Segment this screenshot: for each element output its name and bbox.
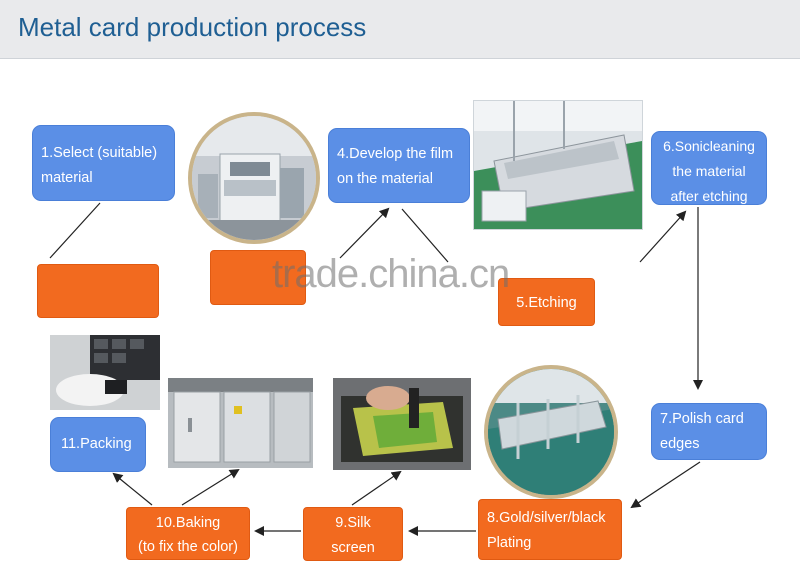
step-7-polish-edges: 7.Polish card edges <box>651 403 767 460</box>
step-2-cutting <box>37 264 159 318</box>
machine-photo <box>188 112 320 244</box>
silk-screen-photo <box>333 378 471 470</box>
arrow-10-to-11 <box>112 472 153 506</box>
arrow-1-to-2 <box>49 202 101 259</box>
page-title: Metal card production process <box>18 12 367 42</box>
header-divider <box>0 58 800 59</box>
etching-line-photo <box>473 100 643 230</box>
arrow-5-to-6 <box>639 210 687 263</box>
step-1-select-material: 1.Select (suitable) material <box>32 125 175 201</box>
step-3-exposure <box>210 250 306 305</box>
arrow-silk-photo <box>351 470 402 506</box>
baking-oven-photo <box>168 378 313 468</box>
step-8-plating: 8.Gold/silver/black Plating <box>478 499 622 560</box>
arrow-3-to-4 <box>339 207 390 259</box>
step-9-silk-screen: 9.Silk screen printing <box>303 507 403 581</box>
arrow-baking-photo <box>181 468 240 506</box>
step-5-etching: 5.Etching <box>498 278 595 326</box>
arrow-7-to-8 <box>630 461 701 509</box>
packing-photo <box>50 335 160 410</box>
header-bar: Metal card production process <box>0 0 800 58</box>
step-11-packing: 11.Packing <box>50 417 146 472</box>
watermark: trade.china.cn <box>272 252 510 296</box>
step-10-baking: 10.Baking (to fix the color) <box>126 507 250 560</box>
step-6-sonicleaning: 6.Sonicleaning the material after etchin… <box>651 131 767 205</box>
plating-photo <box>484 365 618 499</box>
step-4-develop-film: 4.Develop the film on the material <box>328 128 470 203</box>
